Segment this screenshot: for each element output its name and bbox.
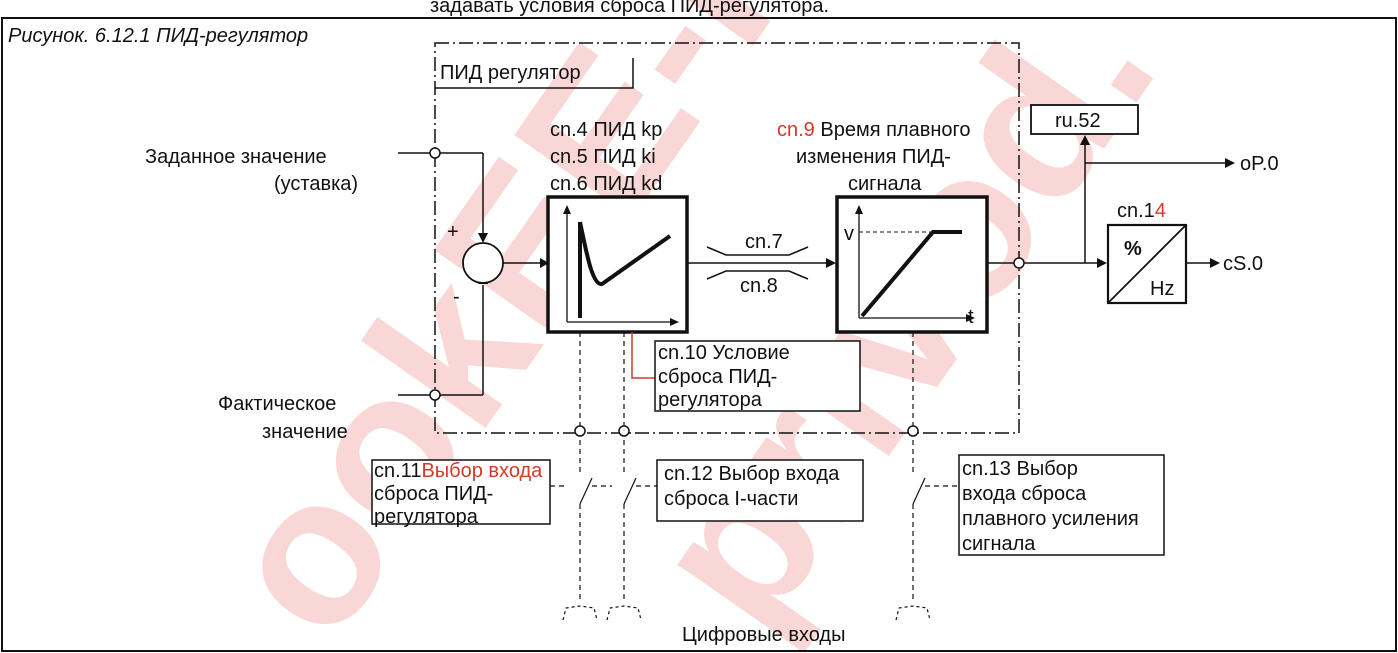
limit-lower: cn.8 — [740, 275, 778, 297]
cn13-line-2: входа сброса — [962, 483, 1087, 505]
cn10-line-2: сброса ПИД- — [658, 366, 777, 388]
param-ki: cn.5 ПИД ki — [550, 146, 656, 168]
arrow-to-ru52 — [1080, 135, 1090, 145]
plus-sign: + — [447, 221, 459, 243]
ru52-box — [1030, 104, 1139, 135]
converter-diagonal — [1107, 224, 1187, 304]
cn14-label: cn.14 — [1117, 200, 1166, 222]
cn12-box — [656, 459, 864, 522]
limiter-lines — [687, 246, 826, 280]
pid-block-label: ПИД регулятор — [440, 62, 581, 84]
arrow-to-converter — [1097, 258, 1107, 268]
cn10-line-1: cn.10 Условие — [658, 342, 790, 364]
ru52-label: ru.52 — [1055, 110, 1101, 132]
reset-switches — [562, 477, 931, 621]
ramp-block — [835, 195, 989, 334]
reset-node-2 — [618, 425, 630, 437]
ramp-line-3: сигнала — [848, 173, 922, 195]
ramp-line-2: изменения ПИД- — [796, 146, 951, 168]
pid-region-border — [434, 42, 1020, 434]
cn12-line-2: сброса I-части — [664, 488, 798, 510]
arrow-setpoint — [478, 233, 488, 243]
cn11-box — [371, 459, 551, 525]
cn13-line-4: сигнала — [962, 533, 1036, 555]
cn11-line-1: cn.11Выбор входа — [374, 460, 543, 482]
reset-node-3 — [907, 425, 919, 437]
cn13-line-1: cn.13 Выбор — [962, 458, 1078, 480]
cn13-line-3: плавного усиления — [962, 508, 1139, 530]
reset-node-1 — [574, 425, 586, 437]
setpoint-node — [429, 147, 441, 159]
cn10-leader — [631, 332, 655, 379]
output-node — [1013, 257, 1025, 269]
minus-sign: - — [453, 286, 460, 308]
ramp-graph — [855, 205, 975, 322]
pid-label-box — [435, 58, 634, 89]
arrow-to-ramp — [826, 258, 836, 268]
op0-label: oP.0 — [1240, 153, 1279, 175]
arrow-to-pid — [540, 258, 549, 268]
ramp-line-1: cn.9 Время плавного — [777, 119, 971, 141]
cn11-line-3: регулятора — [374, 506, 479, 528]
cn12-line-1: cn.12 Выбор входа — [664, 463, 840, 485]
figure-frame — [1, 17, 1397, 652]
cs0-label: cS.0 — [1223, 253, 1263, 275]
arrow-to-cs0 — [1210, 258, 1220, 268]
summing-junction — [462, 242, 504, 284]
converter-percent: % — [1124, 238, 1142, 260]
reset-dashed-lines — [550, 332, 960, 600]
output-lines — [987, 144, 1225, 264]
cn13-box — [958, 454, 1165, 556]
actual-node — [429, 389, 441, 401]
pid-block — [546, 195, 689, 334]
setpoint-label-1: Заданное значение — [145, 146, 327, 168]
figure-title: Рисунок. 6.12.1 ПИД-регулятор — [8, 25, 308, 47]
param-kp: cn.4 ПИД kp — [550, 119, 662, 141]
arrow-to-op0 — [1225, 158, 1235, 168]
cn11-line-2: сброса ПИД- — [374, 483, 493, 505]
ramp-axis-v: v — [844, 223, 854, 245]
top-caption: задавать условия сброса ПИД-регулятора. — [430, 0, 829, 17]
setpoint-label-2: (уставка) — [274, 173, 358, 195]
param-kd: cn.6 ПИД kd — [550, 173, 662, 195]
pid-response-graph — [563, 205, 679, 326]
ramp-axis-t: t — [968, 306, 974, 328]
limit-upper: cn.7 — [745, 231, 783, 253]
actual-label-2: значение — [262, 421, 348, 443]
cn10-box — [654, 340, 861, 412]
actual-label-1: Фактическое — [218, 393, 336, 415]
converter-hz: Hz — [1150, 278, 1174, 300]
digital-inputs-label: Цифровые входы — [682, 624, 845, 646]
cn10-line-3: регулятора — [658, 389, 763, 411]
